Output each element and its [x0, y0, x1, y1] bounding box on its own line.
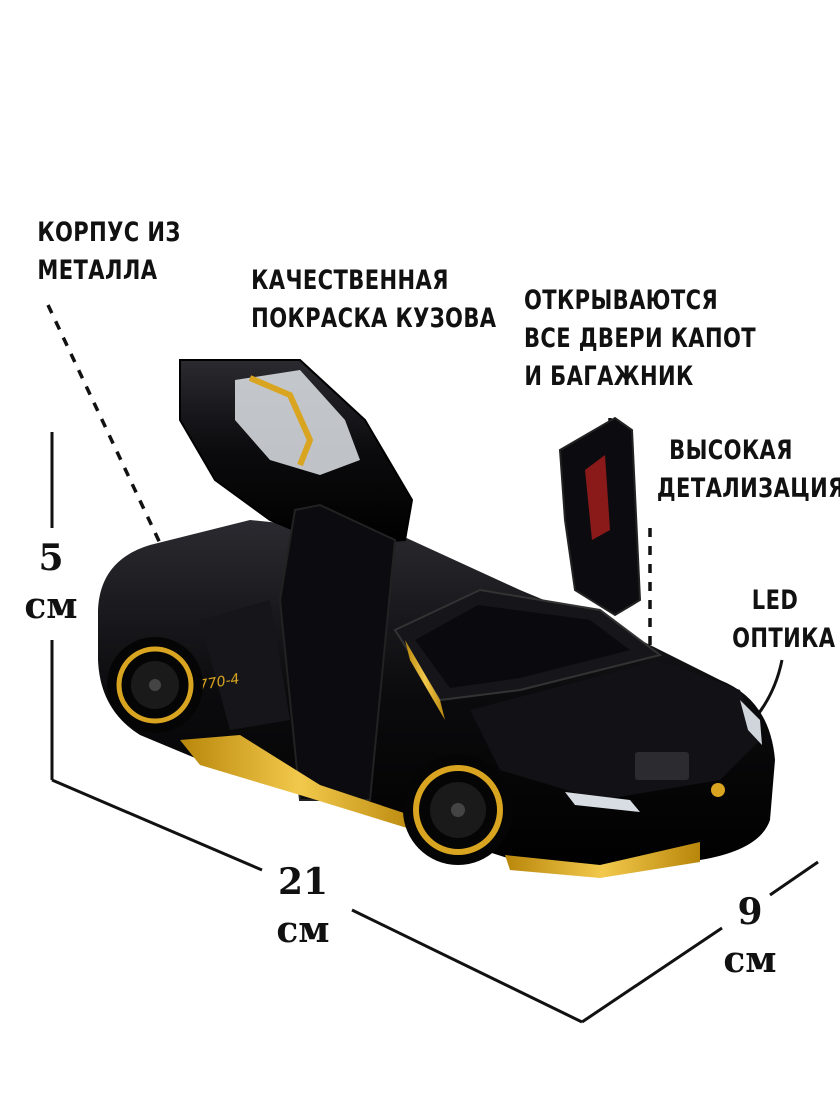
dimension-length: 21 см — [258, 858, 348, 954]
front-wheel — [403, 755, 513, 865]
label-led-line2: ОПТИКА — [732, 623, 836, 654]
dimension-width: 9 см — [710, 888, 790, 984]
label-paint-line2: ПОКРАСКА КУЗОВА — [251, 303, 497, 334]
dimension-width-value: 9 — [737, 891, 763, 933]
dimension-length-value: 21 — [277, 861, 329, 903]
car-body: 770-4 — [98, 359, 775, 878]
dimension-height-value: 5 — [38, 537, 64, 579]
rear-wheel — [107, 637, 203, 733]
emblem — [711, 783, 725, 797]
label-metal-body: КОРПУС ИЗ МЕТАЛЛА — [37, 214, 181, 290]
dimension-height-unit: см — [24, 585, 78, 627]
label-led-line1: LED — [751, 585, 799, 616]
label-doors-line1: ОТКРЫВАЮТСЯ — [523, 285, 719, 316]
label-detail-line1: ВЫСОКАЯ — [669, 435, 793, 466]
label-detail: ВЫСОКАЯ ДЕТАЛИЗАЦИЯ — [656, 432, 840, 508]
length-line-right — [351, 908, 583, 1024]
label-doors: ОТКРЫВАЮТСЯ ВСЕ ДВЕРИ КАПОТ И БАГАЖНИК — [523, 282, 757, 396]
length-line-left — [51, 778, 263, 872]
label-paint: КАЧЕСТВЕННАЯ ПОКРАСКА КУЗОВА — [251, 262, 497, 338]
label-paint-line1: КАЧЕСТВЕННАЯ — [251, 265, 449, 296]
dimension-width-unit: см — [723, 939, 777, 981]
label-doors-line2: ВСЕ ДВЕРИ КАПОТ — [523, 323, 757, 354]
label-detail-line2: ДЕТАЛИЗАЦИЯ — [656, 473, 840, 504]
label-metal-body-line1: КОРПУС ИЗ — [37, 217, 181, 248]
label-doors-line3: И БАГАЖНИК — [524, 361, 694, 392]
label-metal-body-line2: МЕТАЛЛА — [37, 255, 158, 286]
dimension-height: 5 см — [16, 534, 86, 630]
width-line-lower — [581, 926, 723, 1024]
model-badge: 770-4 — [198, 671, 241, 694]
dimension-length-unit: см — [276, 909, 330, 951]
width-line-upper — [769, 860, 819, 897]
label-led: LED ОПТИКА — [732, 582, 836, 658]
dimension-lines — [50, 432, 819, 1024]
hood-vent — [635, 752, 689, 780]
headlight — [565, 792, 640, 812]
